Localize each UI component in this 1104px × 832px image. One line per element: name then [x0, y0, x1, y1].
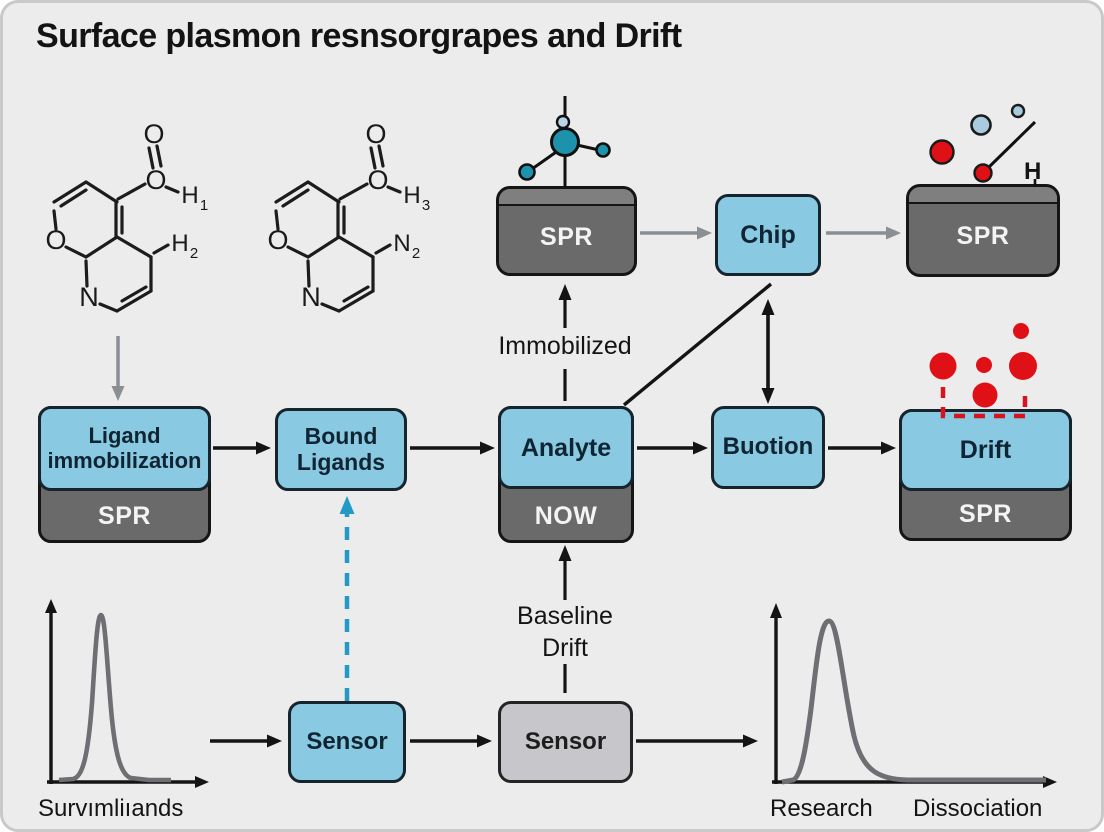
atom-sub: 3 [422, 197, 430, 214]
buotion-box: Buotion [711, 406, 825, 489]
atom-label: O [143, 119, 164, 149]
chip-lid [909, 187, 1057, 204]
ligand-immobilization-box: Ligand immobilization [38, 406, 211, 491]
arrow-structure-to-ligand [111, 336, 125, 401]
lightblue-atom [555, 114, 571, 130]
teal-atom-large [550, 127, 580, 157]
atom-label: O [267, 225, 288, 255]
sensor-right-box: Sensor [498, 701, 633, 783]
atom-label: O [145, 165, 166, 195]
chip-lid [499, 189, 634, 206]
analyte-label: Analyte [520, 433, 612, 462]
arrow-chip-to-spr [826, 226, 901, 240]
red-particle [929, 139, 955, 165]
red-particle [972, 382, 998, 408]
arrow-spr-to-chip [640, 226, 712, 240]
diagonal-analyte-chip-line [622, 282, 773, 407]
bound-ligands-box: Bound Ligands [275, 408, 407, 491]
left-sensorgram [45, 599, 209, 788]
atom-sub: 2 [190, 245, 198, 262]
chemical-structure-2 [274, 144, 402, 313]
sensor-left-label: Sensor [306, 727, 388, 755]
drift-box: Drift [899, 409, 1072, 491]
blue-particle [970, 114, 992, 136]
drift-spr-stack: Drift SPR [899, 409, 1072, 541]
dissociation-label: Dissociation [913, 795, 1043, 822]
arrow-analyte-to-buotion [637, 441, 708, 455]
bound-line1: Bound [304, 422, 378, 449]
chip-label: Chip [740, 221, 796, 249]
spr-right-label: SPR [956, 222, 1010, 250]
spr-chip-top-box: SPR [496, 186, 637, 276]
atom-label: O [367, 165, 388, 195]
red-particle [976, 357, 992, 373]
baseline-drift-label: Baseline Drift [485, 601, 645, 664]
red-particle [973, 163, 993, 183]
atom-label: H [403, 182, 420, 209]
atom-label: O [45, 225, 66, 255]
spr-top-label: SPR [540, 222, 593, 251]
arrow-ligand-to-bound [213, 441, 271, 455]
atom-label: N [301, 282, 321, 312]
drift-label: Drift [959, 436, 1012, 464]
analyte-box: Analyte [498, 406, 634, 489]
dashed-arrow-sensor-to-bound [339, 496, 355, 701]
ligand-spr-label: SPR [98, 502, 151, 530]
blue-particle [1010, 103, 1026, 119]
analyte-now-stack: Analyte NOW [498, 406, 634, 543]
right-peak-curve [781, 618, 1046, 785]
atom-label: N [393, 230, 410, 257]
baseline-line2: Drift [542, 633, 588, 662]
analyte-particles-top-right [929, 103, 1037, 187]
chemical-structure-1-labels: O O H 1 H 2 O N [45, 119, 208, 312]
red-particle [929, 352, 957, 380]
page-title: Surface plasmon resnsorgrapes and Drift [36, 17, 682, 55]
teal-molecule [518, 96, 611, 187]
left-peak-curve [58, 612, 171, 783]
atom-label: O [365, 119, 386, 149]
atom-label: N [79, 282, 99, 312]
drift-particles [929, 323, 1037, 419]
bound-line2: Ligands [296, 448, 386, 475]
arrow-sensor-to-sensor [410, 734, 492, 748]
atom-sub: 1 [200, 197, 208, 214]
atom-label: H [171, 230, 188, 257]
atom-sub: 2 [412, 245, 420, 262]
arrow-sensor-to-graph [636, 734, 758, 748]
ligand-line1: Ligand [88, 422, 161, 448]
double-arrow-chip-buotion [761, 299, 775, 404]
atom-label: H [181, 182, 198, 209]
spr-chip-right-box: SPR [906, 184, 1060, 277]
drift-spr-label: SPR [959, 500, 1012, 528]
ligand-immobilization-stack: Ligand immobilization SPR [38, 406, 211, 543]
chemical-structure-2-labels: O O H 3 N 2 O N [267, 119, 430, 312]
red-particle [1009, 352, 1037, 380]
red-particle [1013, 323, 1029, 339]
ligand-line2: immobilization [47, 447, 202, 473]
h-marker-label: H [1024, 158, 1042, 185]
right-sensorgram [770, 603, 1057, 788]
sensor-right-label: Sensor [524, 728, 607, 755]
left-axis-label: Survımliıands [38, 795, 184, 822]
chemical-structure-1 [52, 144, 180, 313]
now-label: NOW [534, 502, 598, 530]
sensor-left-box: Sensor [288, 701, 406, 783]
chip-box: Chip [715, 194, 821, 276]
arrow-buotion-to-drift [828, 441, 896, 455]
teal-atom-small [595, 142, 611, 158]
research-label: Research [770, 795, 873, 822]
buotion-label: Buotion [722, 433, 814, 461]
baseline-line1: Baseline [517, 602, 613, 630]
teal-atom-small [518, 163, 536, 181]
arrow-bound-to-analyte [410, 441, 495, 455]
immobilized-label: Immobilized [498, 332, 632, 360]
arrow-graph-to-sensor [210, 734, 282, 748]
